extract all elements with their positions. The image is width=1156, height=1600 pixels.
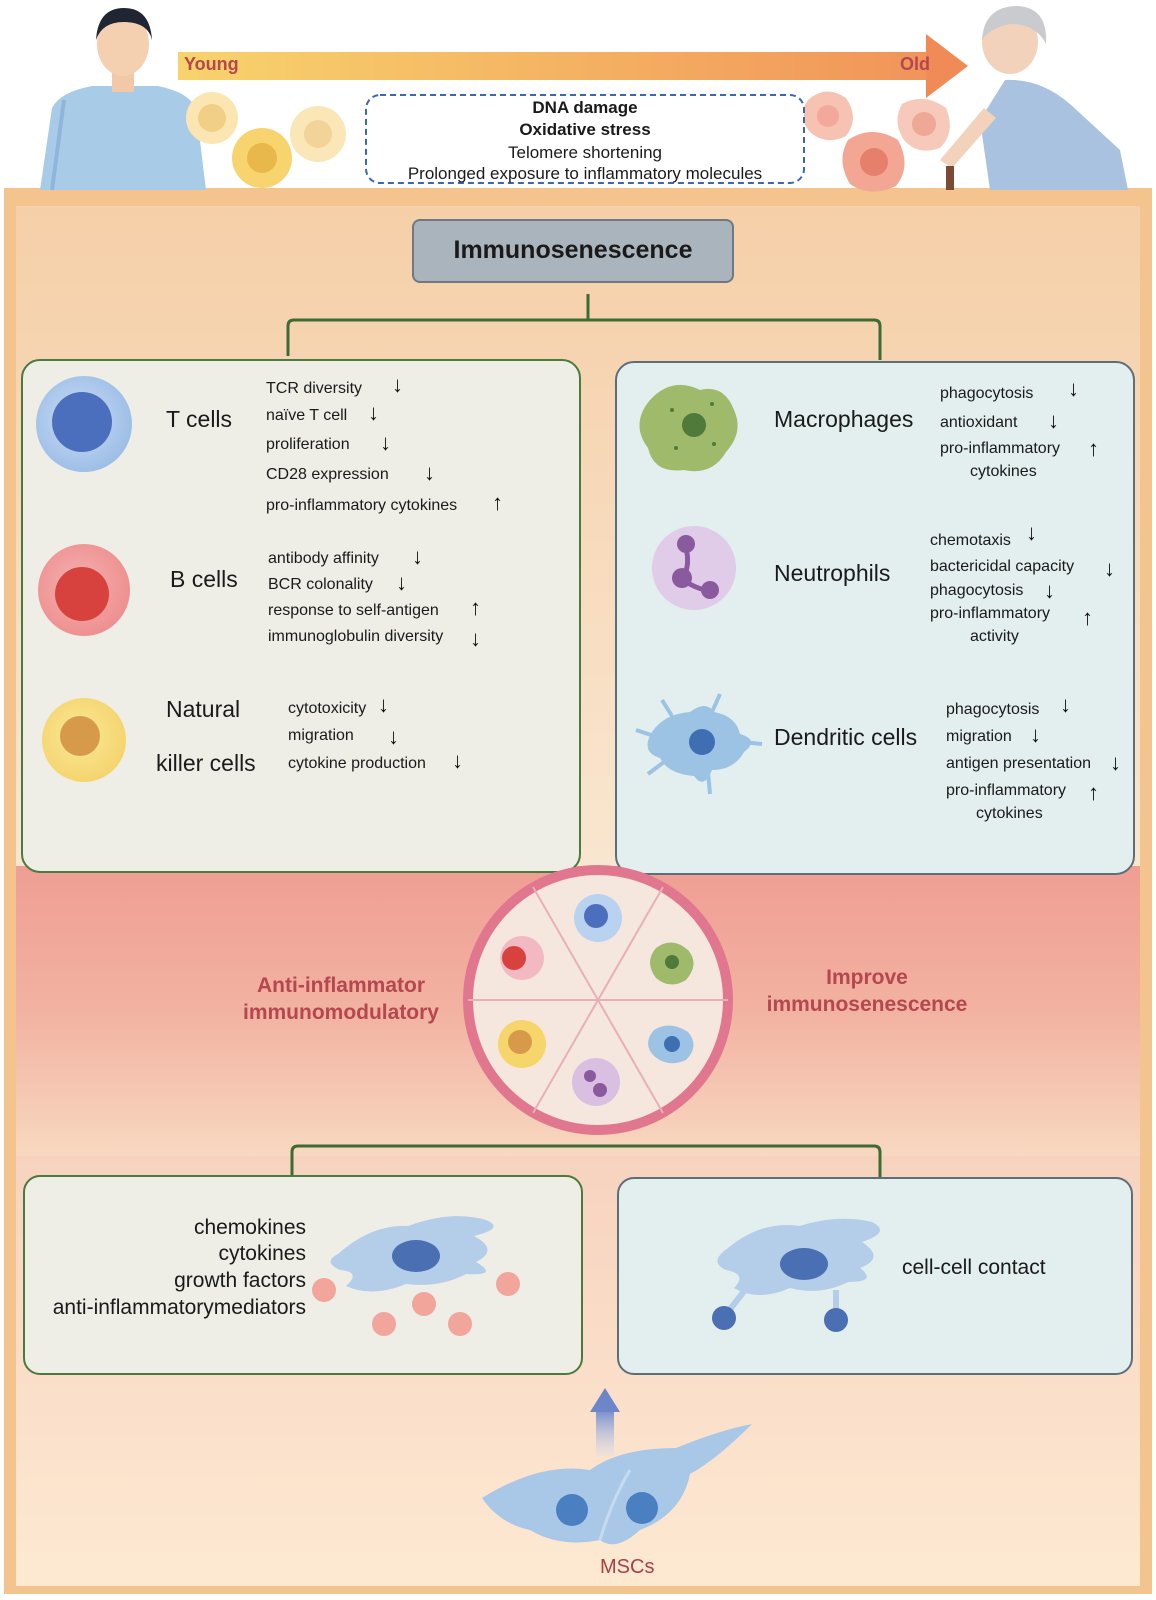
neu-attr-1: chemotaxis (930, 532, 1011, 549)
paracrine-chemokines: chemokines (193, 1216, 306, 1239)
neutrophils-label: Neutrophils (774, 560, 891, 586)
mac-arrow-2: ↓ (1048, 408, 1059, 433)
page-title: Immunosenescence (453, 236, 693, 264)
young-label: Young (184, 54, 239, 74)
t-arrow-2: ↓ (368, 400, 379, 425)
dendritic-cell-icon (635, 693, 763, 795)
b-arrow-2: ↓ (396, 570, 407, 595)
neu-attr-3: phagocytosis (930, 582, 1024, 599)
b-attr-4: immunoglobulin diversity (268, 628, 444, 645)
old-person (940, 6, 1128, 190)
mac-attr-2: antioxidant (940, 414, 1018, 431)
dc-arrow-2: ↓ (1030, 722, 1041, 747)
t-attr-3: proliferation (266, 436, 350, 453)
nk-cells-label-1: Natural (166, 696, 241, 722)
neu-arrow-1: ↓ (1026, 520, 1037, 545)
stressor-oxidative-stress: Oxidative stress (519, 120, 651, 139)
neu-arrow-2: ↓ (1104, 556, 1115, 581)
paracrine-growth-factors: growth factors (174, 1269, 306, 1292)
anti-inflammatory-label-2: immunomodulatory (242, 1001, 439, 1024)
paracrine-msc-icon (312, 1216, 520, 1336)
stressor-inflammatory-exposure: Prolonged exposure to inflammatory molec… (407, 164, 763, 183)
dc-attr-4b: cytokines (976, 805, 1043, 822)
mac-attr-3: pro-inflammatory (940, 440, 1061, 457)
nk-attr-1: cytotoxicity (288, 700, 367, 717)
title-box (412, 219, 734, 283)
neu-attr-4: pro-inflammatory (930, 605, 1051, 622)
age-arrow-head (926, 34, 968, 98)
dc-attr-1: phagocytosis (946, 701, 1040, 718)
old-cells (802, 91, 950, 192)
neu-attr-4b: activity (970, 628, 1019, 645)
stressor-dna-damage: DNA damage (532, 98, 638, 117)
old-label: Old (900, 54, 930, 74)
tree-connector (286, 294, 882, 360)
dc-arrow-4: ↑ (1088, 780, 1099, 805)
t-attr-5: pro-inflammatory cytokines (266, 497, 458, 514)
t-arrow-1: ↓ (392, 372, 403, 397)
contact-msc-icon (712, 1218, 880, 1332)
lower-tree-connector (290, 1144, 882, 1182)
young-cells (186, 92, 346, 188)
nk-arrow-1: ↓ (378, 692, 389, 717)
t-arrow-4: ↓ (424, 460, 435, 485)
b-cell-icon (38, 544, 130, 636)
b-arrow-4: ↓ (470, 626, 481, 651)
t-attr-1: TCR diversity (266, 380, 363, 397)
msc-label: MSCs (600, 1556, 655, 1578)
young-person (40, 8, 206, 191)
b-attr-1: antibody affinity (268, 550, 379, 567)
contact-panel (617, 1177, 1133, 1375)
neutrophil-icon (652, 526, 736, 610)
improve-label-2: immunosenescence (766, 993, 968, 1016)
nk-attr-3: cytokine production (288, 755, 426, 772)
dc-attr-4: pro-inflammatory (946, 782, 1067, 799)
mac-attr-3b: cytokines (970, 463, 1037, 480)
stressor-box (365, 94, 805, 184)
msc-cluster-icon (482, 1424, 752, 1545)
t-attr-2: naïve T cell (266, 407, 348, 424)
neu-attr-2: bactericidal capacity (930, 558, 1075, 575)
t-cells-label: T cells (166, 406, 233, 432)
anti-inflammatory-label-1: Anti-inflammator (257, 974, 425, 997)
dc-arrow-3: ↓ (1110, 750, 1121, 775)
age-arrow-bar (178, 52, 930, 80)
b-attr-3: response to self-antigen (268, 602, 439, 619)
b-arrow-1: ↓ (412, 544, 423, 569)
dendritic-label: Dendritic cells (774, 724, 918, 750)
adaptive-panel (21, 359, 581, 873)
nk-cell-icon (42, 698, 126, 782)
neu-arrow-4: ↑ (1082, 605, 1093, 630)
stressor-telomere: Telomere shortening (507, 143, 663, 162)
cell-contact-label: cell-cell contact (902, 1256, 1046, 1279)
t-cell-icon (36, 376, 132, 472)
paracrine-cytokines: cytokines (218, 1242, 306, 1265)
b-attr-2: BCR colonality (268, 576, 373, 593)
effect-wheel (463, 865, 733, 1135)
nk-arrow-3: ↓ (452, 748, 463, 773)
b-cells-label: B cells (170, 566, 238, 592)
macrophage-icon (639, 384, 738, 472)
macrophages-label: Macrophages (774, 406, 914, 432)
dc-attr-2: migration (946, 728, 1012, 745)
t-arrow-5: ↑ (492, 490, 503, 515)
nk-attr-2: migration (288, 727, 354, 744)
mac-arrow-1: ↓ (1068, 376, 1079, 401)
neu-arrow-3: ↓ (1044, 578, 1055, 603)
up-arrow (590, 1388, 620, 1456)
paracrine-mediators: anti-inflammatorymediators (52, 1296, 306, 1319)
nk-arrow-2: ↓ (388, 724, 399, 749)
b-arrow-3: ↑ (470, 595, 481, 620)
dc-arrow-1: ↓ (1060, 692, 1071, 717)
t-attr-4: CD28 expression (266, 466, 389, 483)
mac-arrow-3: ↑ (1088, 436, 1099, 461)
nk-cells-label-2: killer cells (156, 750, 256, 776)
improve-label-1: Improve (826, 966, 908, 989)
mac-attr-1: phagocytosis (940, 385, 1034, 402)
dc-attr-3: antigen presentation (946, 755, 1091, 772)
t-arrow-3: ↓ (380, 430, 391, 455)
